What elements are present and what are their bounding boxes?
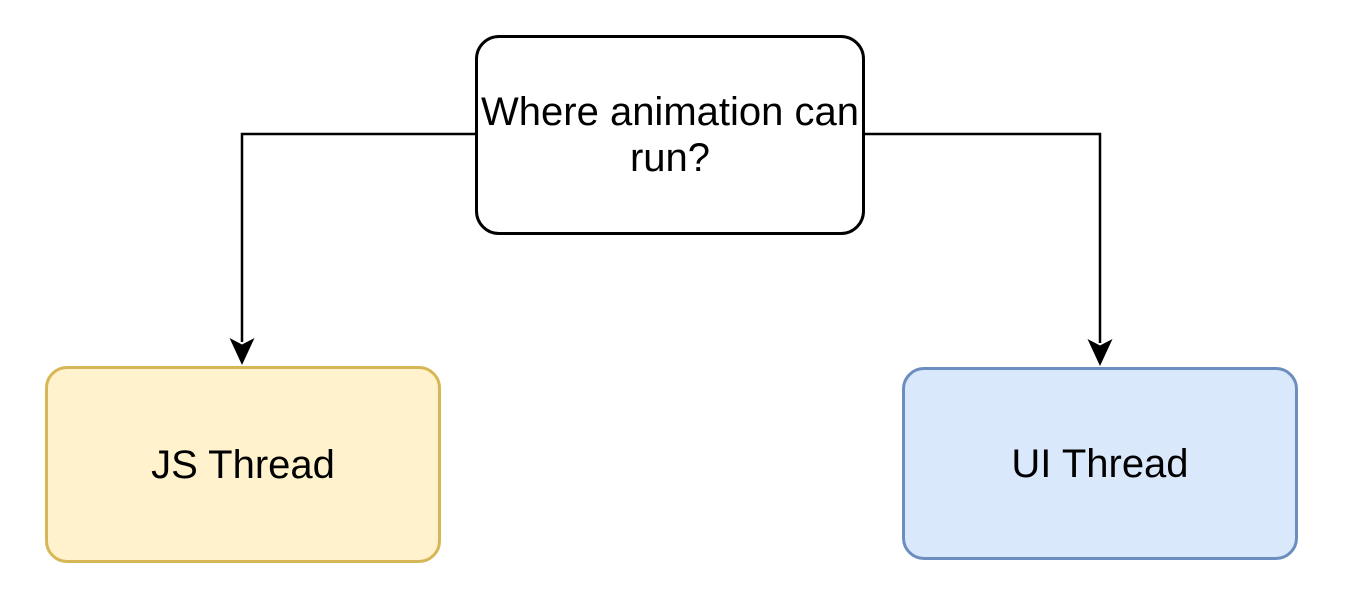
edge-line xyxy=(865,132,1102,343)
node-js-thread: JS Thread xyxy=(45,366,441,563)
node-question: Where animation can run? xyxy=(475,35,865,235)
arrowhead-down-icon xyxy=(1087,339,1113,366)
edge-question-to-ui-thread xyxy=(865,132,1113,366)
node-ui-thread: UI Thread xyxy=(902,367,1298,560)
edge-line xyxy=(240,132,475,342)
arrowhead-down-icon xyxy=(229,338,255,365)
node-js-thread-label: JS Thread xyxy=(151,442,335,487)
node-question-label: Where animation can run? xyxy=(481,90,859,180)
edge-question-to-js-thread xyxy=(229,132,475,365)
node-ui-thread-label: UI Thread xyxy=(1011,441,1189,486)
